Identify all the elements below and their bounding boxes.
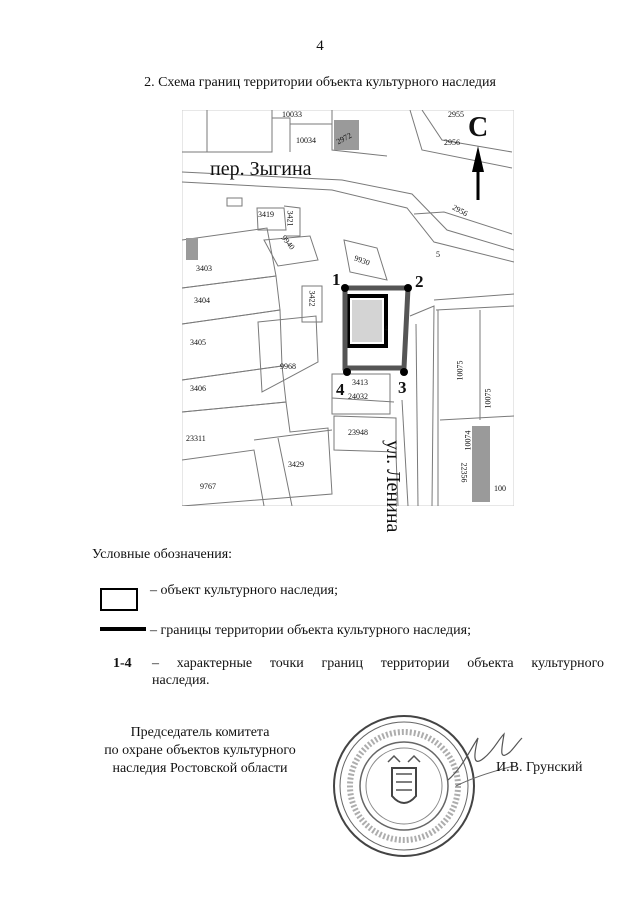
parcel-number: 9968 bbox=[280, 362, 296, 371]
signatory-title-line: Председатель комитета bbox=[130, 725, 270, 740]
boundary-point-label: 1 bbox=[332, 270, 341, 289]
page-number: 4 bbox=[316, 38, 324, 54]
parcel-number: 100 bbox=[494, 484, 506, 493]
handwritten-signature bbox=[447, 732, 523, 787]
boundary-point-label: 4 bbox=[336, 380, 345, 399]
parcel-number: 3405 bbox=[190, 338, 206, 347]
signatory-title: Председатель комитета по охране объектов… bbox=[80, 724, 320, 778]
parcel-number: 10075 bbox=[455, 360, 465, 381]
legend-object-text: – объект культурного наследия; bbox=[150, 583, 338, 598]
parcel-number: 3419 bbox=[258, 210, 274, 219]
parcel-number: 3429 bbox=[288, 460, 304, 469]
parcel-number: 10033 bbox=[282, 110, 302, 119]
street-label-lenina: ул. Ленина bbox=[382, 440, 404, 533]
heritage-object-outline bbox=[346, 294, 388, 348]
legend-points-key: 1-4 bbox=[113, 656, 132, 671]
parcel-number: 3404 bbox=[194, 296, 210, 305]
parcel-number: 10074 bbox=[463, 430, 473, 451]
legend-points-text: – характерные точки границ территории об… bbox=[152, 656, 604, 671]
parcel-number: 10075 bbox=[483, 388, 493, 409]
signatory-title-line: наследия Ростовской области bbox=[112, 761, 288, 776]
parcel-number: 3413 bbox=[352, 378, 368, 387]
legend-boundary-text: – границы территории объекта культурного… bbox=[150, 623, 471, 638]
signatory-name: И.В. Грунский bbox=[496, 760, 583, 775]
boundary-point-label: 3 bbox=[398, 378, 407, 397]
legend-object-symbol bbox=[100, 588, 138, 611]
official-seal-stamp bbox=[333, 715, 475, 857]
parcel-number: 3406 bbox=[190, 384, 206, 393]
parcel-number: 24032 bbox=[348, 392, 368, 401]
parcel-number: 10034 bbox=[296, 136, 316, 145]
parcel-number: 23948 bbox=[348, 428, 368, 437]
boundary-point-label: 2 bbox=[415, 272, 424, 291]
scheme-title: 2. Схема границ территории объекта культ… bbox=[144, 75, 496, 90]
parcel-number: 5 bbox=[436, 250, 440, 259]
legend-heading: Условные обозначения: bbox=[92, 547, 233, 562]
parcel-number: 23311 bbox=[186, 434, 206, 443]
parcel-number: 4 bbox=[384, 324, 388, 333]
legend-points-text-continued: наследия. bbox=[152, 673, 210, 688]
parcel-number: 2955 bbox=[448, 110, 464, 119]
parcel-number: 22356 bbox=[459, 462, 469, 483]
parcel-number: 3422 bbox=[307, 290, 317, 307]
legend-boundary-symbol bbox=[100, 627, 146, 631]
north-indicator: С bbox=[468, 112, 489, 143]
parcel-number: 3421 bbox=[285, 210, 295, 227]
signatory-title-line: по охране объектов культурного bbox=[104, 743, 296, 758]
street-label-zygina: пер. Зыгина bbox=[210, 158, 312, 180]
parcel-number: 3403 bbox=[196, 264, 212, 273]
parcel-number: 2956 bbox=[444, 138, 460, 147]
boundary-map: С пер. Зыгина ул. Ленина 1 2 3 4 10033 1… bbox=[182, 110, 514, 532]
parcel-number: 9767 bbox=[200, 482, 216, 491]
